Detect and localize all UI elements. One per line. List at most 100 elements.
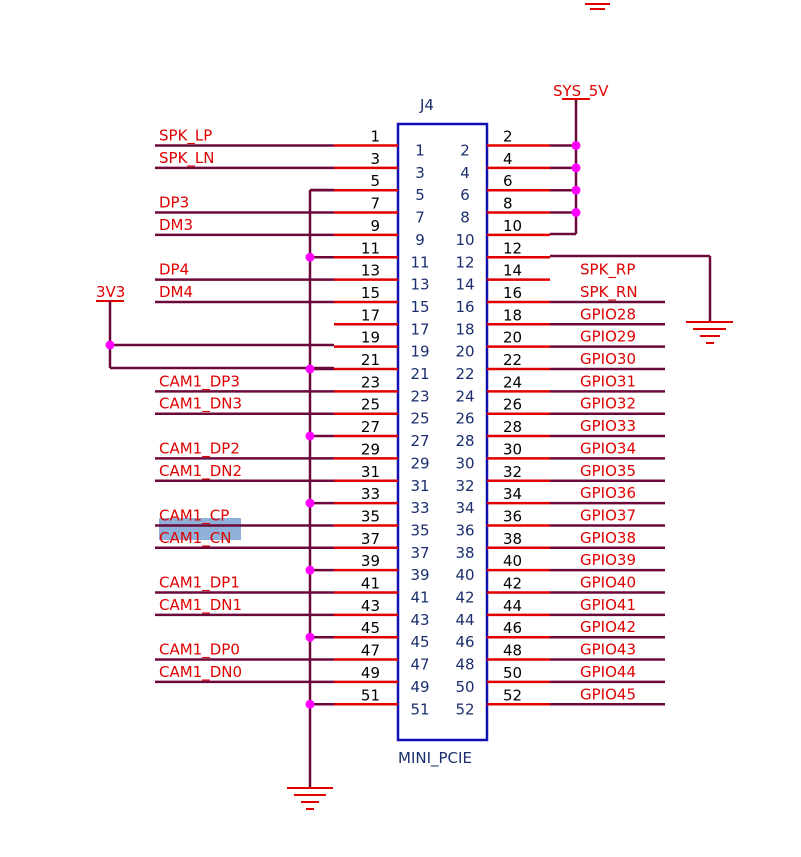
pin-12-number: 12 (503, 239, 522, 257)
pin-14-number: 14 (503, 262, 522, 280)
pin-2-inner-number: 2 (460, 142, 470, 160)
net-label-gpio29[interactable]: GPIO29 (580, 328, 636, 346)
net-label-dp3[interactable]: DP3 (159, 194, 189, 212)
pin-24-number: 24 (503, 373, 522, 391)
pin-42-inner-number: 42 (455, 589, 474, 607)
pin-48-number: 48 (503, 642, 522, 660)
net-label-gpio36[interactable]: GPIO36 (580, 484, 636, 502)
power-sys5v-label: SYS_5V (553, 82, 609, 101)
pin-18-number: 18 (503, 306, 522, 324)
net-label-spk-ln[interactable]: SPK_LN (159, 149, 214, 168)
net-label-gpio41[interactable]: GPIO41 (580, 596, 636, 614)
connector-body[interactable] (396, 122, 489, 742)
net-label-gpio40[interactable]: GPIO40 (580, 574, 636, 592)
net-label-dm4[interactable]: DM4 (159, 283, 193, 301)
pin-14-inner-number: 14 (455, 276, 474, 294)
pin-15-number: 15 (361, 284, 380, 302)
pin-41-number: 41 (361, 575, 380, 593)
pin-29-number: 29 (361, 440, 380, 458)
connector-ref-label: J4 (419, 96, 434, 114)
pin-9-inner-number: 9 (415, 231, 425, 249)
net-label-cam1-cn[interactable]: CAM1_CN (159, 529, 231, 548)
junction-dot (571, 185, 581, 195)
net-label-gpio32[interactable]: GPIO32 (580, 395, 636, 413)
net-label-spk-rp[interactable]: SPK_RP (580, 261, 635, 280)
net-label-cam1-dp3[interactable]: CAM1_DP3 (159, 372, 240, 391)
pin-4-number: 4 (503, 150, 513, 168)
pin-39-inner-number: 39 (410, 566, 429, 584)
pin-38-inner-number: 38 (455, 544, 474, 562)
net-label-gpio30[interactable]: GPIO30 (580, 350, 636, 368)
pin-39-number: 39 (361, 552, 380, 570)
pin-47-inner-number: 47 (410, 656, 429, 674)
net-label-dp4[interactable]: DP4 (159, 261, 189, 279)
net-label-gpio38[interactable]: GPIO38 (580, 529, 636, 547)
net-label-cam1-dp0[interactable]: CAM1_DP0 (159, 641, 240, 660)
net-label-cam1-dn2[interactable]: CAM1_DN2 (159, 462, 242, 481)
pin-13-inner-number: 13 (410, 276, 429, 294)
net-label-cam1-dp1[interactable]: CAM1_DP1 (159, 574, 240, 593)
pin-46-number: 46 (503, 619, 522, 637)
pin-11-number: 11 (361, 239, 380, 257)
pin-31-inner-number: 31 (410, 477, 429, 495)
net-label-cam1-dn1[interactable]: CAM1_DN1 (159, 596, 242, 615)
net-label-gpio42[interactable]: GPIO42 (580, 618, 636, 636)
pin-43-inner-number: 43 (410, 611, 429, 629)
pin-30-inner-number: 30 (455, 454, 474, 472)
net-label-gpio45[interactable]: GPIO45 (580, 685, 636, 703)
pin-17-number: 17 (361, 306, 380, 324)
pin-44-number: 44 (503, 597, 522, 615)
pin-8-number: 8 (503, 195, 513, 213)
net-label-gpio35[interactable]: GPIO35 (580, 462, 636, 480)
pin-9-number: 9 (370, 217, 380, 235)
pin-27-number: 27 (361, 418, 380, 436)
net-label-cam1-dn0[interactable]: CAM1_DN0 (159, 663, 242, 682)
pin-47-number: 47 (361, 642, 380, 660)
pin-16-inner-number: 16 (455, 298, 474, 316)
net-label-gpio37[interactable]: GPIO37 (580, 506, 636, 524)
pin-35-number: 35 (361, 507, 380, 525)
pin-37-inner-number: 37 (410, 544, 429, 562)
pin-43-number: 43 (361, 597, 380, 615)
pin-36-number: 36 (503, 507, 522, 525)
gnd-symbol-bottom (287, 787, 333, 810)
net-label-cam1-dn3[interactable]: CAM1_DN3 (159, 395, 242, 414)
power-3v3-label: 3V3 (96, 283, 125, 301)
pin-25-inner-number: 25 (410, 410, 429, 428)
net-label-gpio33[interactable]: GPIO33 (580, 417, 636, 435)
pin-19-inner-number: 19 (410, 343, 429, 361)
net-label-cam1-dp2[interactable]: CAM1_DP2 (159, 439, 240, 458)
junction-dot (571, 163, 581, 173)
pin-29-inner-number: 29 (410, 454, 429, 472)
pin-33-number: 33 (361, 485, 380, 503)
junction-dot (305, 632, 315, 642)
pin-2-number: 2 (503, 128, 513, 146)
net-label-spk-lp[interactable]: SPK_LP (159, 127, 212, 146)
net-label-gpio34[interactable]: GPIO34 (580, 439, 636, 457)
pin-33-inner-number: 33 (410, 499, 429, 517)
pin-50-inner-number: 50 (455, 678, 474, 696)
net-label-gpio28[interactable]: GPIO28 (580, 305, 636, 323)
pin-4-inner-number: 4 (460, 164, 470, 182)
pin-50-number: 50 (503, 664, 522, 682)
pin-40-number: 40 (503, 552, 522, 570)
net-label-gpio44[interactable]: GPIO44 (580, 663, 636, 681)
pin-1-number: 1 (370, 128, 380, 146)
pin-15-inner-number: 15 (410, 298, 429, 316)
pin-21-inner-number: 21 (410, 365, 429, 383)
net-label-gpio39[interactable]: GPIO39 (580, 551, 636, 569)
net-label-spk-rn[interactable]: SPK_RN (580, 283, 638, 302)
pin-40-inner-number: 40 (455, 566, 474, 584)
pin-25-number: 25 (361, 396, 380, 414)
junction-dot (305, 699, 315, 709)
net-label-gpio31[interactable]: GPIO31 (580, 372, 636, 390)
net-label-dm3[interactable]: DM3 (159, 216, 193, 234)
net-label-gpio43[interactable]: GPIO43 (580, 641, 636, 659)
net-label-cam1-cp[interactable]: CAM1_CP (159, 506, 229, 525)
junctions (105, 141, 581, 709)
pin-24-inner-number: 24 (455, 387, 474, 405)
pin-32-number: 32 (503, 463, 522, 481)
connector-type-label: MINI_PCIE (398, 749, 472, 768)
junction-dot (305, 431, 315, 441)
